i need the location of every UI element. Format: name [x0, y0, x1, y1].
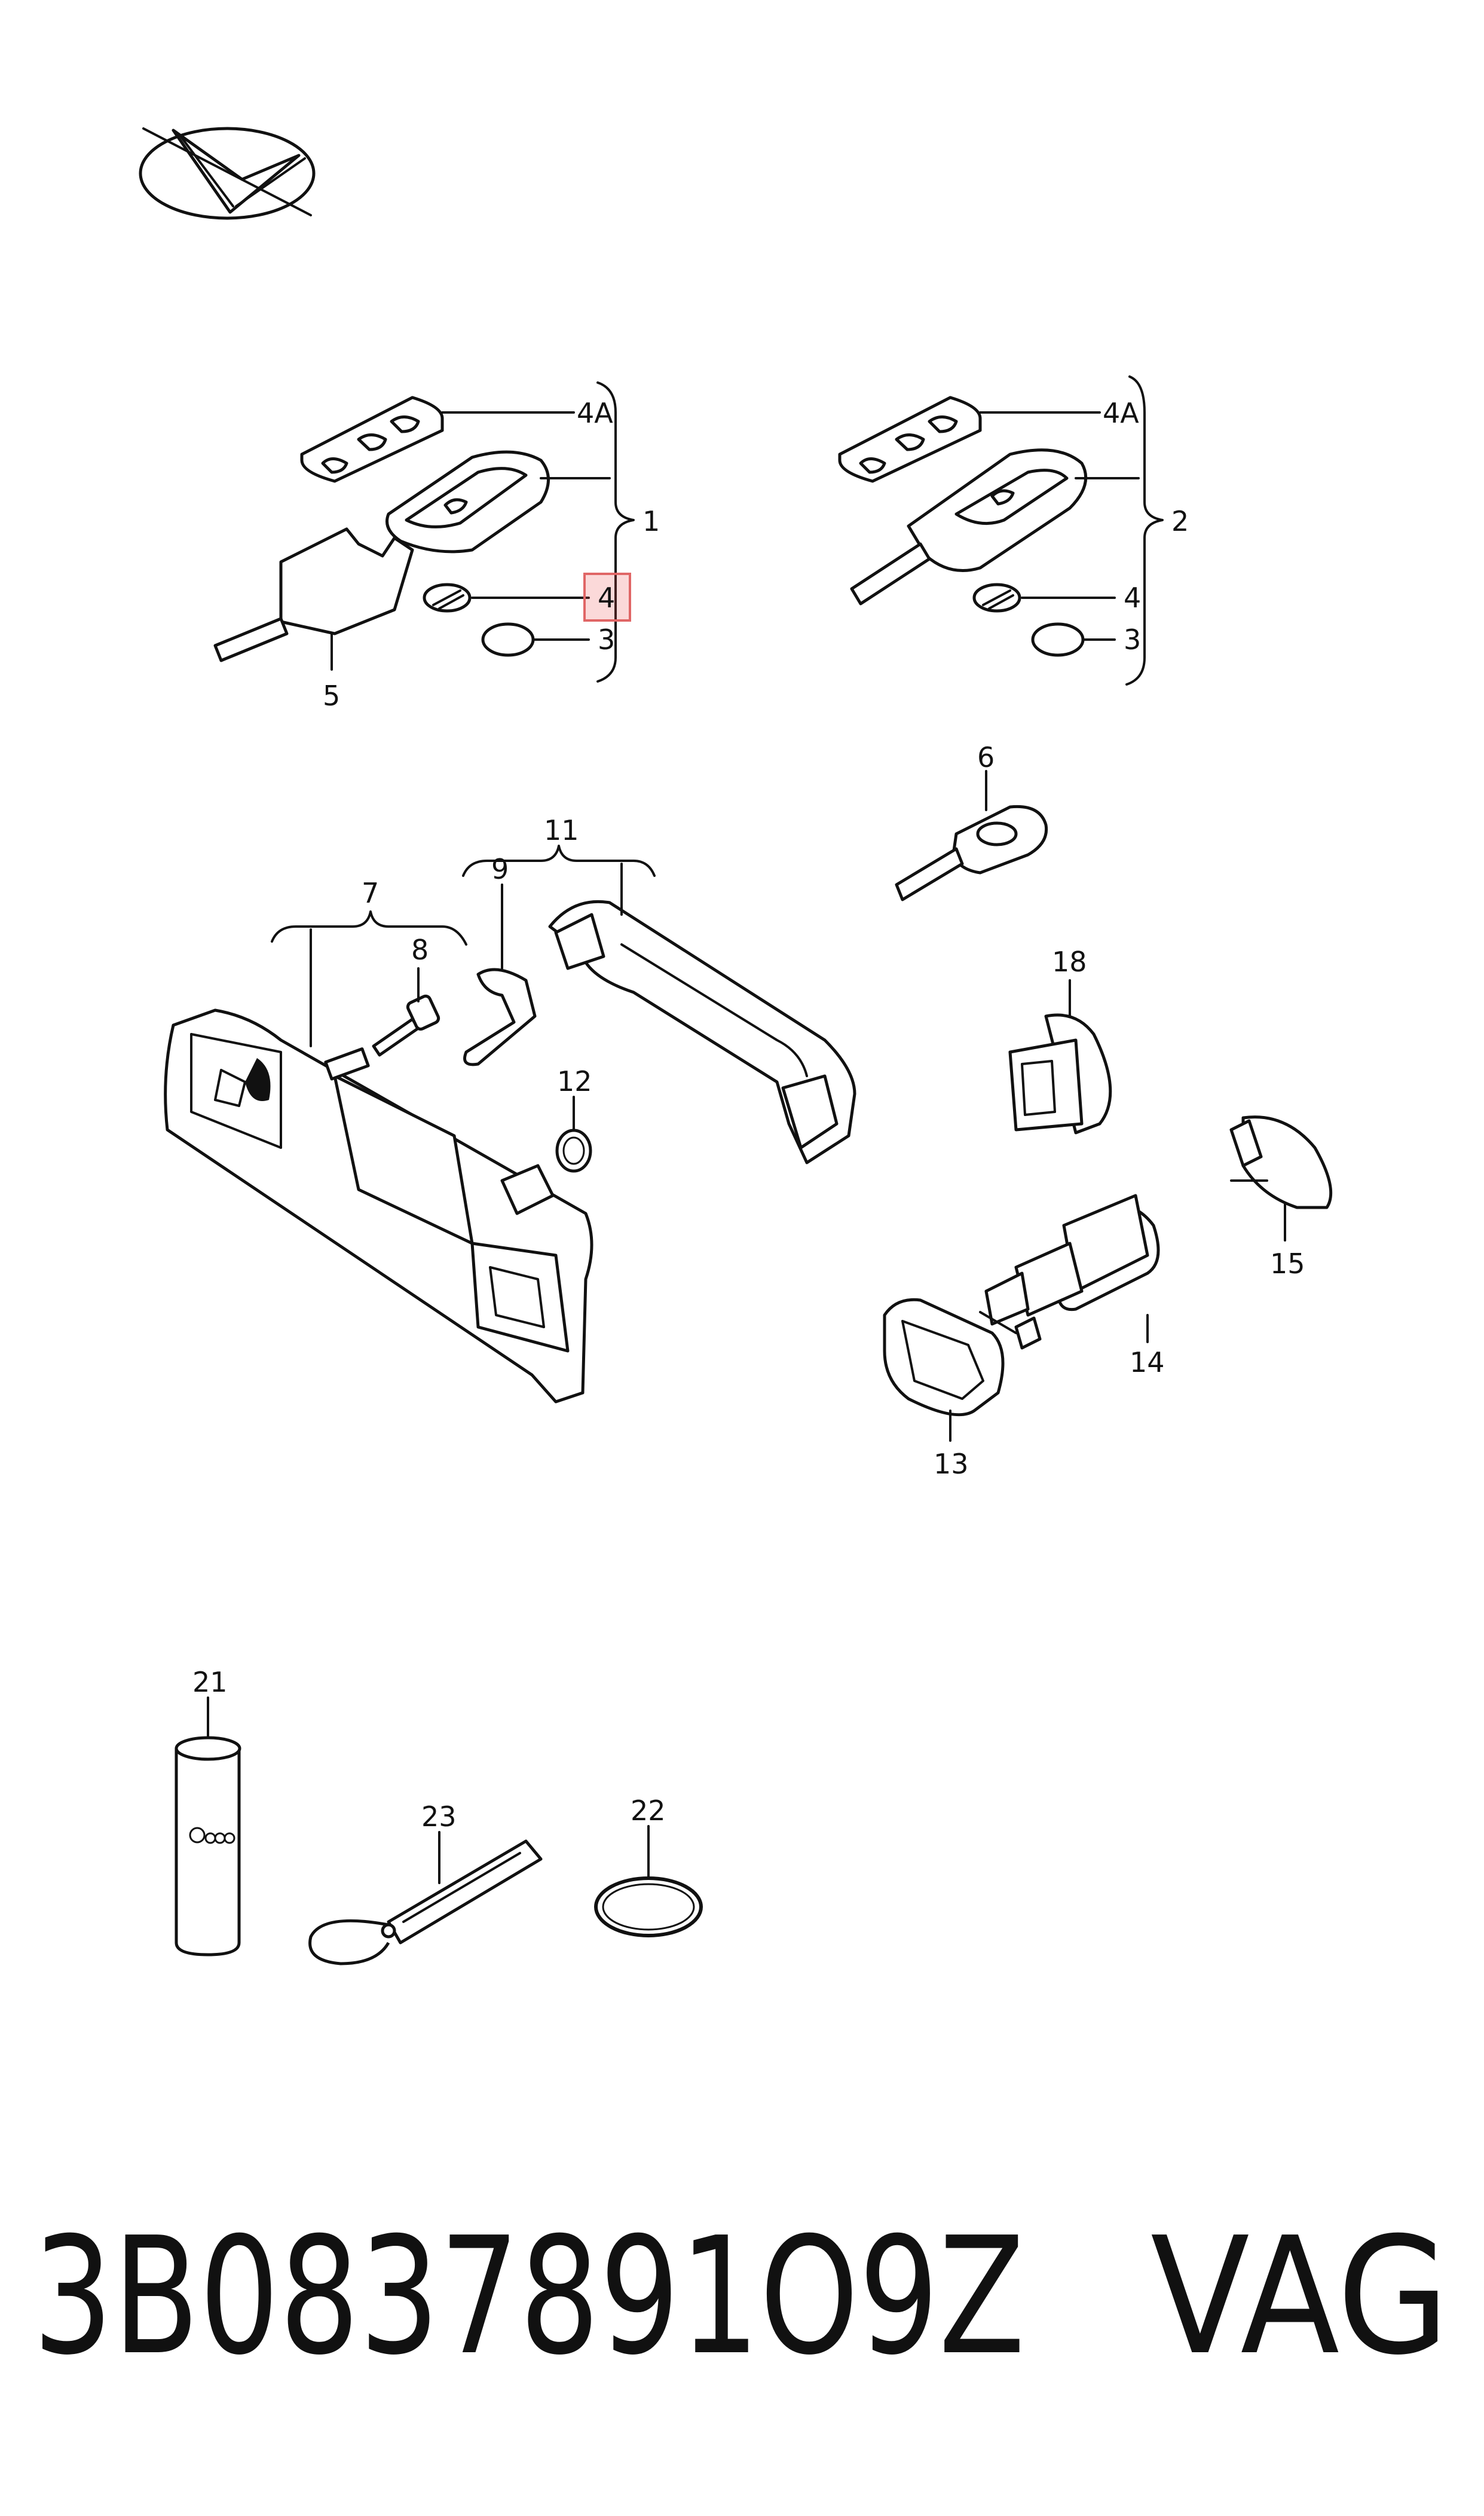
cap-15: [1229, 1115, 1333, 1242]
lock-cylinder-14: [979, 1194, 1160, 1350]
callout-18: 18: [1052, 946, 1087, 978]
bracket-11: [462, 845, 656, 877]
callout-5: 5: [323, 680, 340, 712]
callout-4-left: 4: [598, 582, 615, 614]
cap-18: [1008, 979, 1112, 1135]
callout-15: 15: [1270, 1248, 1305, 1280]
emblem-logo: [139, 127, 316, 220]
callout-13: 13: [934, 1448, 969, 1480]
seal-13: [883, 1298, 1005, 1442]
callout-11: 11: [544, 814, 579, 846]
grease-can-21: [175, 1696, 241, 1956]
callout-14: 14: [1130, 1346, 1165, 1378]
door-handle-11: [548, 900, 856, 1164]
part-number-caption: 3B0837891O9Z: [33, 2202, 1025, 2390]
button-pad-right: [838, 396, 1101, 483]
callout-8: 8: [411, 934, 429, 966]
key-group-2: [838, 375, 1164, 686]
group-bracket-1: [596, 381, 635, 683]
group-bracket-2: [1125, 375, 1164, 686]
callout-21: 21: [192, 1666, 228, 1698]
highlight-box-part-4: [583, 573, 631, 622]
ring-22: [594, 1825, 703, 1937]
key-head-5: [213, 527, 414, 671]
callout-3-right: 3: [1124, 623, 1141, 656]
callout-4A-right: 4A: [1103, 397, 1139, 429]
screw-8: [372, 967, 440, 1057]
battery-cover-left: [423, 583, 590, 613]
battery-cover-right: [972, 583, 1116, 613]
clip-9: [463, 883, 537, 1066]
battery-left: [481, 622, 590, 657]
callout-7: 7: [362, 877, 379, 909]
remote-flip-key-right: [850, 448, 1140, 606]
callout-3-left: 3: [598, 623, 615, 656]
callout-6: 6: [977, 741, 995, 774]
callout-22: 22: [631, 1794, 666, 1827]
handle-carrier-7: [164, 1008, 593, 1404]
callout-2: 2: [1171, 505, 1189, 537]
callout-4A-left: 4A: [577, 397, 613, 429]
callout-4-right: 4: [1124, 582, 1141, 614]
o-ring-12: [555, 1096, 592, 1173]
key-group-1: [213, 381, 635, 683]
button-pad-left: [300, 396, 575, 483]
battery-right: [1031, 622, 1116, 657]
callout-23: 23: [421, 1800, 457, 1833]
tag-23: [308, 1831, 543, 1965]
callout-12: 12: [557, 1065, 592, 1097]
key-blank-6: [895, 770, 1048, 901]
callout-9: 9: [491, 853, 509, 885]
remote-housing-left: [385, 450, 611, 554]
brand-caption: VAG: [1151, 2202, 1449, 2390]
callout-1: 1: [642, 505, 660, 537]
bracket-7: [271, 910, 467, 946]
